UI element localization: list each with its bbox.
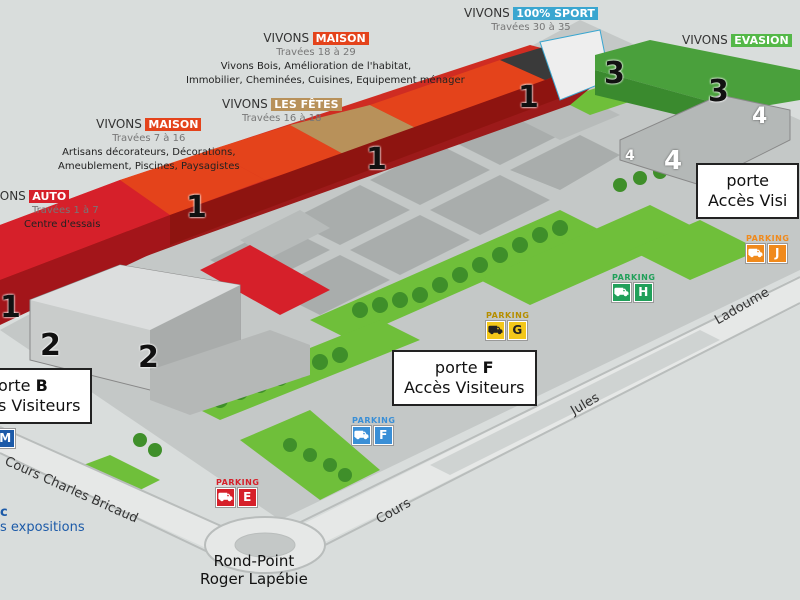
hall-evasion-roof <box>595 40 800 110</box>
porte-j-access: Accès Visi <box>708 191 788 210</box>
parking-g-label: PARKING <box>486 311 530 320</box>
hall-maison1-sub: Travées 7 à 16 <box>112 133 186 144</box>
parking-m-letter: M <box>0 429 15 448</box>
car-icon: ⛟ <box>352 426 371 445</box>
hall-fetes-tag: LES FÊTES <box>271 98 342 111</box>
parking-j-label: PARKING <box>746 234 790 243</box>
hall-maison1-roof <box>120 150 265 215</box>
hall-label-maison2: VIVONS MAISON Travées 18 à 29 Vivons Boi… <box>186 31 465 87</box>
hall-fetes-roof <box>290 105 420 155</box>
access-road <box>430 330 720 475</box>
porte-b-word: orte <box>0 376 31 395</box>
hall-1-facade <box>170 62 595 245</box>
hall-auto-sub: Travées 1 à 7 <box>32 205 99 216</box>
hall-auto-roof <box>0 180 170 280</box>
roundabout-label: Rond-Point Roger Lapébie <box>200 552 308 588</box>
hall-label-auto: VIVONS AUTO Travées 1 à 7 Centre d'essai… <box>0 190 100 231</box>
red-parking-strip <box>200 245 330 315</box>
parking-h[interactable]: PARKING ⛟H <box>612 273 655 302</box>
hall-number-4-b: 4 <box>752 104 768 129</box>
parking-j[interactable]: PARKING ⛟J <box>746 234 789 263</box>
hall-maison1-desc2: Ameublement, Piscines, Paysagistes <box>58 161 240 172</box>
hall-sport-prefix: VIVONS <box>464 6 510 20</box>
hall-maison2-roof <box>370 60 545 130</box>
porte-b-callout[interactable]: orte B s Visiteurs <box>0 368 93 424</box>
parking-f-label: PARKING <box>352 416 396 425</box>
hall-label-evasion: VIVONS EVASION <box>682 34 792 47</box>
parking-f-letter: F <box>374 426 393 445</box>
road-cours-charles-bricaud <box>0 427 233 553</box>
roundabout-center <box>234 532 296 558</box>
hall-maison2-sub: Travées 18 à 29 <box>276 47 356 58</box>
hall-maison2-prefix: VIVONS <box>263 31 310 45</box>
car-icon: ⛟ <box>486 321 505 340</box>
parking-m[interactable]: M <box>0 428 15 448</box>
porte-f-access: Accès Visiteurs <box>404 378 525 397</box>
hall-maison2-desc1: Vivons Bois, Amélioration de l'habitat, <box>220 61 412 72</box>
hall-sport-tag: 100% SPORT <box>513 7 598 20</box>
porte-b-access: s Visiteurs <box>0 396 81 415</box>
hall-number-3-side: 3 <box>708 74 729 109</box>
hall-sport-sub: Travées 30 à 35 <box>491 22 571 33</box>
hall-number-1-fetes: 1 <box>366 142 387 177</box>
hall-maison1b-roof <box>210 125 345 180</box>
hall-label-fetes: VIVONS LES FÊTES Travées 16 à 18 <box>222 98 342 125</box>
hall-number-3-front: 3 <box>604 56 625 91</box>
road-edges <box>0 276 800 569</box>
hall-maison2-tag: MAISON <box>312 32 369 45</box>
hall-fetes-sub: Travées 16 à 18 <box>242 113 322 124</box>
roundabout-line2: Roger Lapébie <box>200 570 308 588</box>
hall-maison1-prefix: VIVONS <box>96 117 142 131</box>
parking-e[interactable]: PARKING ⛟E <box>216 478 259 507</box>
porte-f-letter: F <box>482 358 494 377</box>
porte-b-letter: B <box>35 376 48 395</box>
hall-number-1-maison: 1 <box>186 190 207 225</box>
hall-auto-desc: Centre d'essais <box>24 219 101 230</box>
porte-j-callout[interactable]: porte Accès Visi <box>696 163 800 219</box>
porte-f-word: porte <box>434 358 478 377</box>
parking-h-label: PARKING <box>612 273 656 282</box>
hall-auto-prefix: VIVONS <box>0 189 26 203</box>
hall-number-4-a: 4 <box>664 146 683 176</box>
hall-label-maison1: VIVONS MAISON Travées 7 à 16 Artisans dé… <box>58 118 240 173</box>
parking-e-label: PARKING <box>216 478 260 487</box>
hall-4-building <box>619 94 791 186</box>
expositions-prefix: c <box>0 505 8 520</box>
hall-number-4-c: 4 <box>625 148 635 164</box>
hall-number-2-front: 2 <box>40 328 61 363</box>
hall-number-2-side: 2 <box>138 340 159 375</box>
parking-g-letter: G <box>508 321 527 340</box>
hall-evasion-prefix: VIVONS <box>682 33 728 47</box>
annex-building <box>150 330 310 415</box>
porte-f-callout[interactable]: porte F Accès Visiteurs <box>392 350 537 406</box>
expositions-text: s expositions <box>0 520 85 535</box>
parking-e-letter: E <box>238 488 257 507</box>
parking-f[interactable]: PARKING ⛟F <box>352 416 395 445</box>
roundabout-line1: Rond-Point <box>213 552 295 570</box>
hall-fetes-prefix: VIVONS <box>222 97 268 111</box>
hall-maison1-tag: MAISON <box>145 118 202 131</box>
car-icon: ⛟ <box>746 244 765 263</box>
hall-label-sport: VIVONS 100% SPORT Travées 30 à 35 <box>464 7 598 34</box>
car-icon: ⛟ <box>216 488 235 507</box>
parking-g[interactable]: PARKING ⛟G <box>486 311 529 340</box>
parking-j-letter: J <box>768 244 787 263</box>
hall-2-roof <box>30 265 240 330</box>
hall-evasion-tag: EVASION <box>731 34 792 47</box>
hall-maison2-desc2: Immobilier, Cheminées, Cuisines, Equipem… <box>186 75 465 86</box>
hall-number-1-auto: 1 <box>0 290 21 325</box>
parking-h-letter: H <box>634 283 653 302</box>
expositions-label: c s expositions <box>0 505 85 535</box>
porte-j-word: porte <box>726 171 769 190</box>
hall-number-1-maison2: 1 <box>518 80 539 115</box>
hall-auto-tag: AUTO <box>29 190 70 203</box>
hall-maison1-desc1: Artisans décorateurs, Décorations, <box>62 147 236 158</box>
car-icon: ⛟ <box>612 283 631 302</box>
